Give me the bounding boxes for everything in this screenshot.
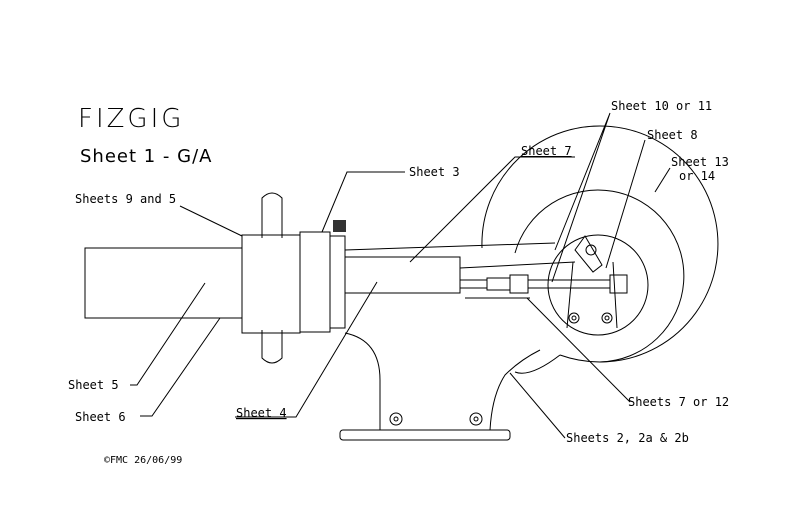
label-sheet-5: Sheet 5 xyxy=(68,378,119,392)
label-sheet-4: Sheet 4 xyxy=(236,406,287,420)
label-sheet-6: Sheet 6 xyxy=(75,410,126,424)
leader-lines xyxy=(130,112,671,439)
label-sheet-10-11: Sheet 10 or 11 xyxy=(611,99,712,113)
label-sheet-3: Sheet 3 xyxy=(409,165,460,179)
label-sheets-7-12: Sheets 7 or 12 xyxy=(628,395,729,409)
label-sheet-7: Sheet 7 xyxy=(521,144,572,158)
label-sheets-9-5: Sheets 9 and 5 xyxy=(75,192,176,206)
label-sheet-13-or-14: or 14 xyxy=(679,169,715,183)
label-sheets-2: Sheets 2, 2a & 2b xyxy=(566,431,689,445)
stand xyxy=(339,332,511,441)
cylinder-assembly xyxy=(84,192,628,364)
drawing-title: FIZGIG xyxy=(78,104,184,134)
copyright: ©FMC 26/06/99 xyxy=(104,455,182,466)
hatched-nut xyxy=(333,220,346,232)
drawing-subtitle: Sheet 1 - G/A xyxy=(80,146,212,167)
label-sheet-13: Sheet 13 xyxy=(671,155,729,169)
flywheel xyxy=(481,125,719,431)
label-sheet-8: Sheet 8 xyxy=(647,128,698,142)
